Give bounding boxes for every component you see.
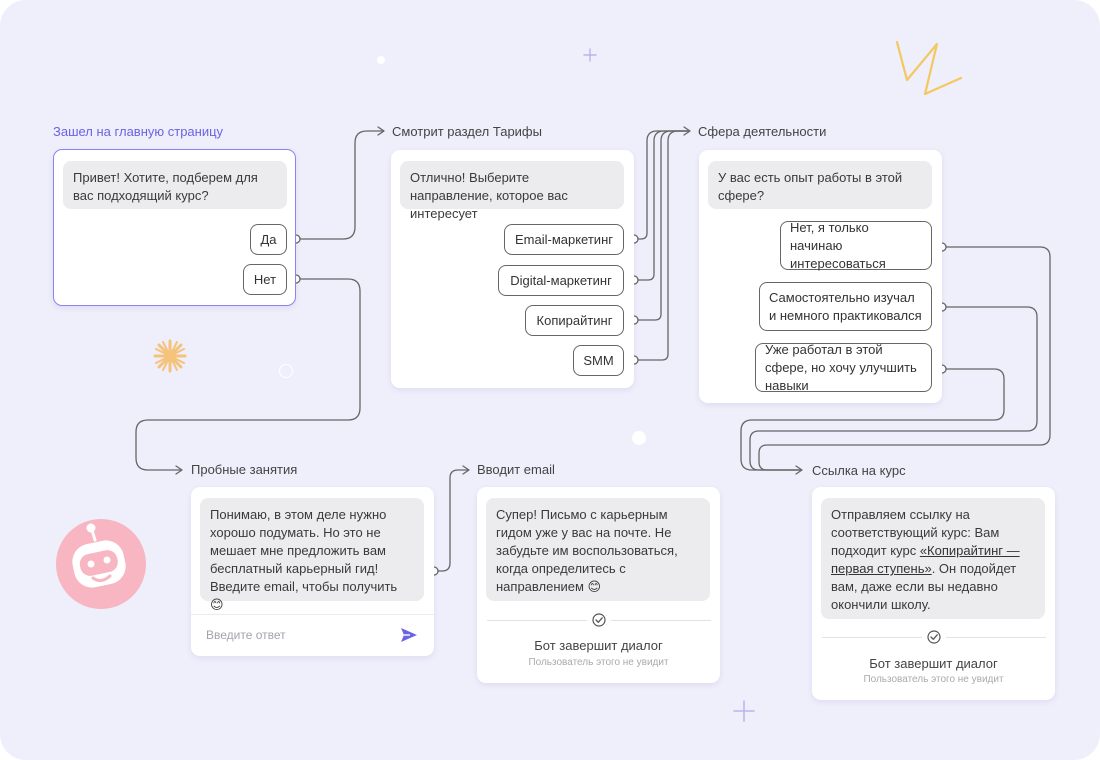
- option-no-button[interactable]: Нет: [243, 264, 287, 295]
- node-title-sphere: Сфера деятельности: [698, 124, 827, 139]
- arrow-link: [795, 465, 803, 475]
- message-text: . Он подойдет вам, даже если вы недавно …: [831, 561, 1017, 612]
- check-circle-icon: [927, 630, 941, 644]
- answer-input[interactable]: Введите ответ: [206, 628, 286, 642]
- node-title-email: Вводит email: [477, 462, 555, 477]
- option-copywriting-button[interactable]: Копирайтинг: [525, 305, 624, 336]
- wire-self-to-link: [749, 306, 1038, 471]
- node-sphere-card[interactable]: У вас есть опыт работы в этой сфере? Нет…: [699, 150, 942, 403]
- divider-left: [822, 637, 922, 638]
- bot-message: У вас есть опыт работы в этой сфере?: [708, 161, 932, 209]
- bot-message: Привет! Хотите, подберем для вас подходя…: [63, 161, 287, 209]
- course-link[interactable]: «Копирайтинг — первая ступень»: [831, 543, 1020, 576]
- arrow-trial: [175, 465, 183, 475]
- wire-yes-to-tariffs: [299, 130, 384, 240]
- divider-left: [487, 620, 587, 621]
- dot-decoration: [377, 56, 385, 64]
- end-dialog-title: Бот завершит диалог: [534, 638, 663, 653]
- bot-message: Понимаю, в этом деле нужно хорошо подума…: [200, 498, 424, 612]
- wire-no-to-trial: [135, 278, 361, 471]
- node-title-tariffs: Смотрит раздел Тарифы: [392, 124, 542, 139]
- wire-email-to-sphere: [637, 130, 689, 240]
- bot-message: Отправляем ссылку на соответствующий кур…: [821, 498, 1045, 619]
- ring-decoration: [279, 364, 293, 378]
- end-dialog-subtitle: Пользователь этого не увидит: [863, 674, 1004, 685]
- bot-message: Отлично! Выберите направление, которое в…: [400, 161, 624, 221]
- wire-pro-to-link: [740, 368, 1005, 471]
- wire-novice-to-link: [758, 246, 1051, 471]
- plus-sparkle-icon: [733, 700, 755, 722]
- end-dialog-title: Бот завершит диалог: [869, 656, 998, 671]
- option-novice-button[interactable]: Нет, я только начинаю интересоваться: [780, 220, 932, 271]
- sparkle-icon: [153, 339, 187, 373]
- wire-trial-to-email: [437, 469, 469, 572]
- robot-avatar-icon: [56, 519, 146, 609]
- option-smm-button[interactable]: SMM: [573, 345, 624, 376]
- message-text: Отправляем ссылку на соответствующий кур…: [831, 507, 1000, 558]
- option-digital-marketing-button[interactable]: Digital-маркетинг: [498, 265, 624, 296]
- option-experienced-button[interactable]: Уже работал в этой сфере, но хочу улучши…: [755, 342, 932, 393]
- node-title-trial: Пробные занятия: [191, 462, 298, 477]
- node-trial-card[interactable]: Понимаю, в этом деле нужно хорошо подума…: [191, 487, 434, 656]
- wire-copy-to-sphere: [637, 130, 689, 321]
- wire-digital-to-sphere: [637, 130, 689, 281]
- bot-message: Супер! Письмо с карьерным гидом уже у ва…: [486, 498, 710, 601]
- arrow-email: [462, 465, 470, 475]
- arrow-sphere: [683, 126, 691, 136]
- option-yes-button[interactable]: Да: [250, 224, 287, 255]
- node-link-card[interactable]: Отправляем ссылку на соответствующий кур…: [812, 487, 1055, 700]
- node-tariffs-card[interactable]: Отлично! Выберите направление, которое в…: [391, 150, 634, 388]
- send-icon[interactable]: [400, 627, 418, 643]
- wire-smm-to-sphere: [637, 130, 689, 361]
- option-email-marketing-button[interactable]: Email-маркетинг: [504, 224, 624, 255]
- arrow-tariffs: [377, 126, 385, 136]
- option-self-taught-button[interactable]: Самостоятельно изучал и немного практико…: [759, 282, 932, 331]
- node-title-start: Зашел на главную страницу: [53, 124, 224, 139]
- dot-decoration: [632, 431, 646, 445]
- divider-right: [611, 620, 711, 621]
- zigzag-icon: [895, 40, 963, 96]
- answer-input-row: Введите ответ: [191, 614, 434, 656]
- end-dialog-subtitle: Пользователь этого не увидит: [528, 657, 669, 668]
- check-circle-icon: [592, 613, 606, 627]
- divider-right: [946, 637, 1046, 638]
- node-email-card[interactable]: Супер! Письмо с карьерным гидом уже у ва…: [477, 487, 720, 683]
- node-start-card[interactable]: Привет! Хотите, подберем для вас подходя…: [53, 149, 296, 306]
- node-title-link: Ссылка на курс: [812, 463, 906, 478]
- plus-sparkle-icon: [583, 48, 597, 62]
